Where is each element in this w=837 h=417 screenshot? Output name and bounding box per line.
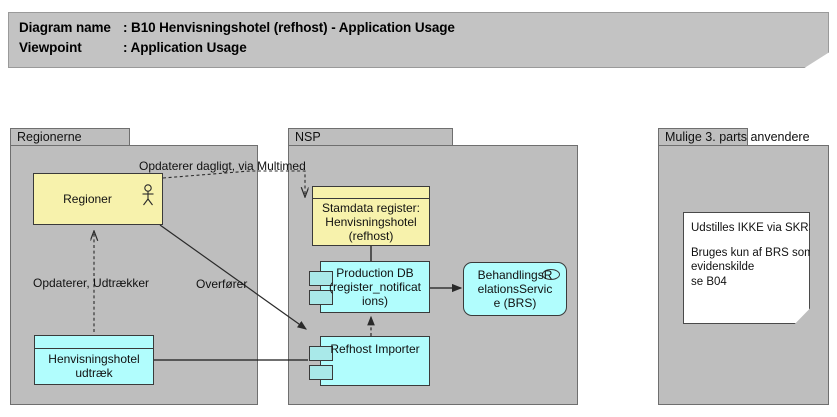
node-production-db-line2: (register_notificat	[328, 280, 422, 294]
node-stamdata-register-line3: (refhost)	[348, 228, 394, 243]
node-henvisningshotel-udtraek-line2: udtræk	[75, 366, 113, 380]
node-stamdata-register[interactable]: Stamdata register: Henvisningshotel (ref…	[312, 186, 430, 246]
node-regioner-label: Regioner	[63, 192, 112, 206]
node-stamdata-register-line2: Henvisningshotel	[325, 214, 417, 229]
title-line-viewpoint: Viewpoint : Application Usage	[19, 40, 247, 55]
title-line-diagram-name: Diagram name : B10 Henvisningshotel (refh…	[19, 20, 455, 35]
node-stamdata-register-label: Stamdata register: Henvisningshotel (ref…	[313, 198, 429, 245]
title-value-diagram-name: : B10 Henvisningshotel (refhost) - Appli…	[123, 20, 455, 35]
note-line-2: Bruges kun af BRS som	[691, 246, 814, 259]
note-line-4: se B04	[691, 275, 727, 288]
title-label-viewpoint: Viewpoint	[19, 40, 82, 55]
title-value-viewpoint: : Application Usage	[123, 40, 247, 55]
note-line-1: Udstilles IKKE via SKRS	[691, 222, 817, 234]
node-production-db-line1: Production DB	[336, 266, 414, 280]
note-line-3: evidenskilde	[691, 261, 755, 273]
node-henvisningshotel-udtraek-strip	[35, 336, 153, 349]
edge-label-opdaterer-udtraekker: Opdaterer, Udtrækker	[33, 276, 150, 290]
node-henvisningshotel-udtraek-label: Henvisningshotel udtræk	[35, 348, 153, 384]
group-tab-label-thirdparty: Mulige 3. parts anvendere	[665, 130, 810, 144]
component-tab-icon	[309, 365, 333, 380]
node-production-db[interactable]: Production DB (register_notificat ions)	[309, 261, 430, 313]
node-stamdata-register-strip	[313, 187, 429, 199]
group-tab-label-nsp: NSP	[295, 130, 321, 144]
component-tab-icon	[309, 271, 333, 286]
group-tab-label-regionerne: Regionerne	[17, 130, 82, 144]
node-production-db-line3: ions)	[361, 294, 388, 308]
actor-icon	[142, 184, 154, 206]
group-tab-regionerne[interactable]: Regionerne	[10, 128, 130, 146]
group-tab-nsp[interactable]: NSP	[288, 128, 453, 146]
node-henvisningshotel-udtraek-line1: Henvisningshotel	[48, 352, 140, 366]
node-behandlingsrelationsservice-brs[interactable]: BehandlingsR elationsServic e (BRS)	[463, 262, 567, 316]
node-stamdata-register-line1: Stamdata register:	[321, 200, 421, 215]
node-production-db-label: Production DB (register_notificat ions)	[321, 262, 429, 312]
node-refhost-importer[interactable]: Refhost Importer	[309, 336, 430, 386]
node-regioner[interactable]: Regioner	[33, 173, 163, 225]
group-tab-thirdparty[interactable]: Mulige 3. parts anvendere	[658, 128, 810, 146]
node-brs-line2: elationsServic	[477, 282, 553, 296]
note-thirdparty[interactable]: Udstilles IKKE via SKRS Bruges kun af BR…	[683, 212, 810, 324]
node-brs-label: BehandlingsR elationsServic e (BRS)	[464, 263, 566, 315]
diagram-title-banner: Diagram name : B10 Henvisningshotel (refh…	[8, 12, 829, 68]
service-oval-icon	[542, 269, 560, 280]
node-henvisningshotel-udtraek[interactable]: Henvisningshotel udtræk	[34, 335, 154, 385]
title-label-diagram-name: Diagram name	[19, 20, 111, 35]
node-brs-line1: BehandlingsR	[477, 268, 553, 282]
component-tab-icon	[309, 346, 333, 361]
edge-label-opdaterer-dagligt: Opdaterer dagligt, via Multimed	[139, 159, 306, 173]
edge-label-overfoerer: Overfører	[196, 277, 248, 291]
note-spacer	[691, 236, 802, 246]
component-tab-icon	[309, 290, 333, 305]
node-brs-line3: e (BRS)	[493, 296, 537, 310]
node-refhost-importer-label: Refhost Importer	[330, 342, 420, 356]
